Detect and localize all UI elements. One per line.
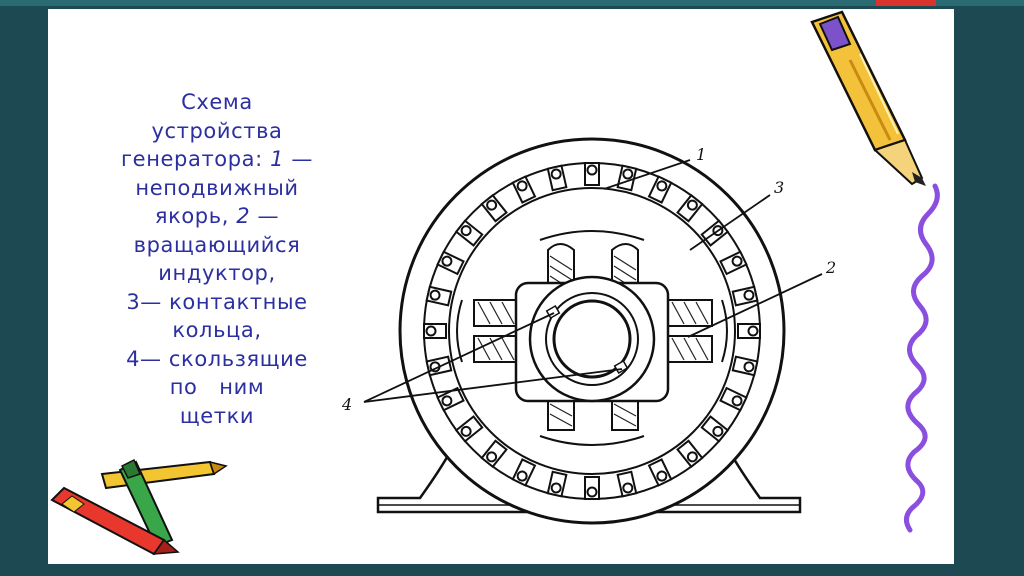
caption-line: генератора: 1 —	[92, 145, 342, 174]
label-3: 3	[774, 178, 784, 197]
slot-hole	[550, 168, 562, 180]
stator-slot	[676, 439, 704, 469]
stator-slot	[480, 193, 508, 223]
caption-line: 4— скользящие	[126, 346, 308, 371]
caption-line: щетки	[179, 403, 255, 428]
label-1: 1	[696, 145, 706, 164]
label-4: 4	[341, 395, 352, 414]
slot-hole	[425, 325, 437, 337]
slot-hole	[460, 425, 472, 437]
stator-slot	[436, 386, 465, 412]
stator-slot	[719, 250, 748, 276]
caption-line: якорь, 2 —	[92, 202, 342, 231]
slot-hole	[622, 482, 634, 494]
stator-slot	[737, 323, 761, 339]
stator-slot	[647, 175, 673, 204]
caption-line: по ним	[169, 375, 265, 399]
caption-line: Схема	[181, 90, 253, 114]
stator-slot	[616, 470, 638, 498]
stator-slot	[546, 164, 568, 192]
diagram-caption: Схема устройства генератора: 1 — неподви…	[92, 88, 342, 430]
stator-slots	[423, 162, 761, 500]
stator-slot	[731, 285, 759, 307]
caption-text: якорь,	[154, 204, 237, 228]
slot-hole	[550, 482, 562, 494]
slot-hole	[622, 168, 634, 180]
caption-line: кольца,	[172, 318, 262, 342]
caption-number: 2	[236, 204, 251, 228]
stator-slot	[436, 250, 465, 276]
stator-slot	[584, 162, 600, 186]
slot-hole	[516, 470, 528, 482]
accent-tab	[876, 0, 936, 6]
slot-hole	[743, 361, 755, 373]
slot-hole	[656, 180, 668, 192]
rotor-poles	[456, 230, 728, 446]
slot-hole	[486, 199, 498, 211]
stator-slot	[584, 476, 600, 500]
label-2: 2	[825, 258, 836, 277]
slot-hole	[747, 325, 759, 337]
stator-slot	[511, 458, 537, 487]
stator-slot	[647, 458, 673, 487]
slot-hole	[656, 470, 668, 482]
slot-hole	[731, 255, 743, 267]
stator-slot	[700, 415, 730, 443]
caption-line: устройства	[151, 118, 283, 143]
caption-line: вращающийся	[133, 232, 301, 257]
stator-slot	[454, 219, 484, 247]
slot-hole	[586, 164, 598, 176]
slot-hole	[429, 289, 441, 301]
caption-dash: —	[250, 204, 280, 228]
slot-hole	[712, 425, 724, 437]
stator-slot	[511, 175, 537, 204]
caption-line: неподвижный	[135, 175, 299, 200]
top-stripe	[0, 0, 1024, 6]
caption-line: 3— контактные	[126, 289, 308, 314]
caption-dash: —	[284, 147, 313, 171]
stator-slot	[731, 355, 759, 377]
crayons-icon	[50, 458, 228, 556]
slot-hole	[460, 225, 472, 237]
stator-slot	[546, 470, 568, 498]
caption-number: 1	[270, 147, 285, 171]
slot-hole	[586, 486, 598, 498]
slot-hole	[743, 289, 755, 301]
caption-line: индуктор,	[158, 261, 276, 285]
slot-hole	[686, 451, 698, 463]
slot-hole	[516, 180, 528, 192]
pencil-icon	[810, 10, 926, 186]
stator-slot	[425, 285, 453, 307]
slot-hole	[486, 451, 498, 463]
stator-slot	[423, 323, 447, 339]
slot-hole	[441, 395, 453, 407]
stator-slot	[719, 386, 748, 412]
slot-hole	[686, 199, 698, 211]
slot-hole	[441, 255, 453, 267]
stator-slot	[480, 439, 508, 469]
leader-lines	[363, 159, 823, 403]
stator-slot	[676, 193, 704, 223]
shaft	[552, 299, 632, 379]
purple-squiggle	[904, 183, 940, 533]
stator-slot	[454, 415, 484, 443]
slot-hole	[731, 395, 743, 407]
caption-text: генератора:	[121, 147, 271, 171]
